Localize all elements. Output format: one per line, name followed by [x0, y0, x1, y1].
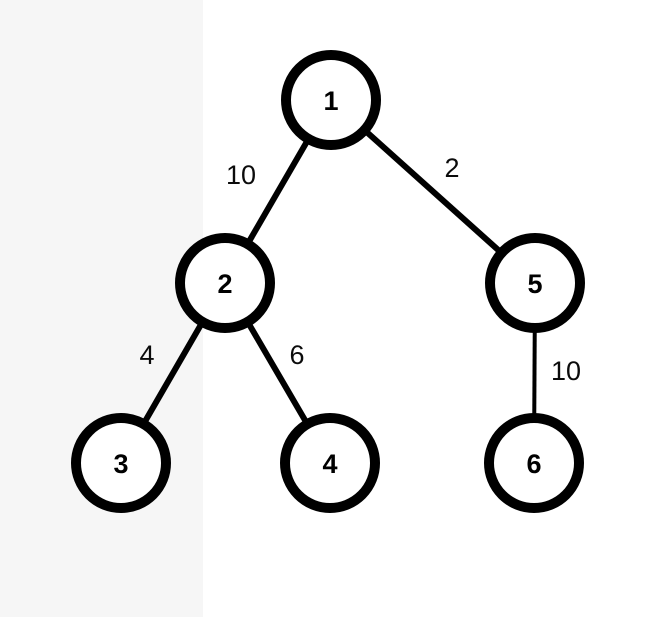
- graph-node[interactable]: 6: [484, 413, 584, 513]
- left-gray-band: [0, 0, 203, 617]
- graph-node[interactable]: 4: [280, 413, 380, 513]
- node-label: 4: [322, 449, 337, 479]
- node-circle[interactable]: [281, 50, 381, 150]
- edge-weight-label: 2: [444, 153, 459, 183]
- node-label: 2: [217, 269, 232, 299]
- node-circle[interactable]: [71, 413, 171, 513]
- nodes-layer: 1 2 3 4 5 6: [71, 50, 585, 513]
- graph-edge: [139, 318, 207, 428]
- node-circle[interactable]: [484, 413, 584, 513]
- edge-weight-label: 10: [551, 356, 581, 386]
- edge-weight-label: 6: [289, 340, 304, 370]
- edge-weight-label: 4: [139, 340, 154, 370]
- graph-node[interactable]: 1: [281, 50, 381, 150]
- graph-edge: [244, 318, 311, 428]
- graph-edge: [361, 126, 505, 257]
- graph-edge: [243, 135, 313, 248]
- node-circle[interactable]: [280, 413, 380, 513]
- node-label: 1: [323, 86, 338, 116]
- edges-layer: [139, 126, 537, 428]
- edge-weight-label: 10: [226, 160, 256, 190]
- node-circle[interactable]: [485, 233, 585, 333]
- node-label: 6: [526, 449, 541, 479]
- node-label: 5: [527, 269, 542, 299]
- node-label: 3: [113, 449, 128, 479]
- graph-edge: [532, 325, 537, 421]
- graph-node[interactable]: 3: [71, 413, 171, 513]
- graph-node[interactable]: 5: [485, 233, 585, 333]
- node-circle[interactable]: [175, 233, 275, 333]
- graph-node[interactable]: 2: [175, 233, 275, 333]
- edge-labels-layer: 10 2 4 6 10: [139, 153, 581, 386]
